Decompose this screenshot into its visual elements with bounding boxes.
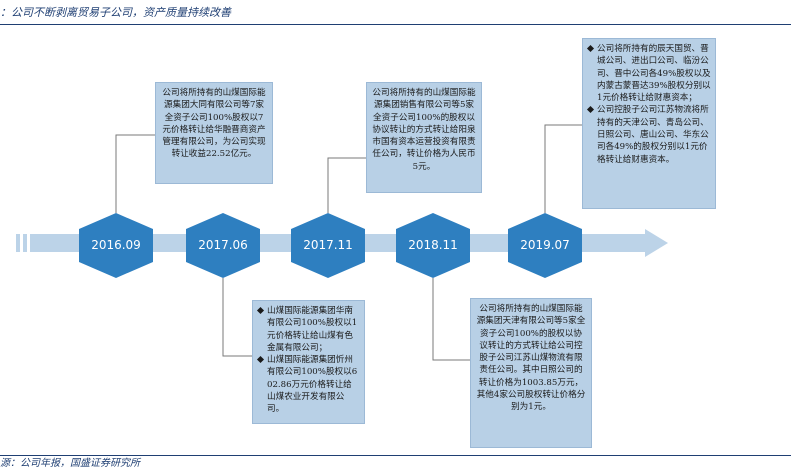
figure-title: ：公司不断剥离贸易子公司，资产质量持续改善 xyxy=(0,6,231,19)
milestone-hexagon-2019-07 xyxy=(508,213,582,278)
milestone-date-2017-06: 2017.06 xyxy=(198,238,248,252)
event-box-2017-06: 山煤国际能源集团华南有限公司100%股权以1元价格转让给山煤有色金属有限公司； … xyxy=(252,300,365,424)
milestone-hexagon-2017-11 xyxy=(291,213,365,278)
event-item-2017-06-2: 山煤国际能源集团忻州有限公司100%股权以602.86万元价格转让给山煤农业开发… xyxy=(257,354,360,415)
timeline-tail-dash-1 xyxy=(16,234,20,252)
connector-2017-06 xyxy=(222,278,252,357)
bottom-rule xyxy=(0,455,791,456)
milestone-date-2016-09: 2016.09 xyxy=(91,238,141,252)
event-box-2017-11: 公司将所持有的山煤国际能源集团销售有限公司等5家全资子公司100%的股权以协议转… xyxy=(366,82,482,193)
timeline-tail-dash-2 xyxy=(23,234,27,252)
milestone-hexagon-2016-09 xyxy=(79,213,153,278)
event-text-2016-09: 公司将所持有的山煤国际能源集团大同有限公司等7家全资子公司100%股权以7元价格… xyxy=(162,88,266,160)
milestone-hexagon-2017-06 xyxy=(186,213,260,278)
event-box-2018-11: 公司将所持有的山煤国际能源集团天津有限公司等5家全资子公司100%的股权以协议转… xyxy=(470,298,592,448)
event-item-2019-07-2: 公司控股子公司江苏物流将所持有的天津公司、青岛公司、日照公司、唐山公司、华东公司… xyxy=(587,104,711,165)
event-text-2017-11: 公司将所持有的山煤国际能源集团销售有限公司等5家全资子公司100%的股权以协议转… xyxy=(372,88,476,172)
event-item-2017-06-1: 山煤国际能源集团华南有限公司100%股权以1元价格转让给山煤有色金属有限公司； xyxy=(257,305,360,354)
event-item-2019-07-1: 公司将所持有的辰天国贸、晋城公司、进出口公司、临汾公司、晋中公司各49%股权以及… xyxy=(587,43,711,104)
figure-source: 源：公司年报，国盛证券研究所 xyxy=(0,458,140,469)
milestone-hexagon-2018-11 xyxy=(396,213,470,278)
event-box-2019-07: 公司将所持有的辰天国贸、晋城公司、进出口公司、临汾公司、晋中公司各49%股权以及… xyxy=(582,38,716,209)
connector-2019-07 xyxy=(544,124,582,213)
milestone-date-2019-07: 2019.07 xyxy=(520,238,570,252)
top-rule xyxy=(0,24,791,25)
connector-2016-09 xyxy=(115,134,155,213)
timeline-arrow-head xyxy=(645,229,668,257)
connector-2018-11 xyxy=(432,278,470,361)
event-text-2018-11: 公司将所持有的山煤国际能源集团天津有限公司等5家全资子公司100%的股权以协议转… xyxy=(476,304,586,413)
event-box-2016-09: 公司将所持有的山煤国际能源集团大同有限公司等7家全资子公司100%股权以7元价格… xyxy=(155,82,273,184)
milestone-date-2017-11: 2017.11 xyxy=(303,238,353,252)
milestone-date-2018-11: 2018.11 xyxy=(408,238,458,252)
connector-2017-11 xyxy=(327,157,366,213)
